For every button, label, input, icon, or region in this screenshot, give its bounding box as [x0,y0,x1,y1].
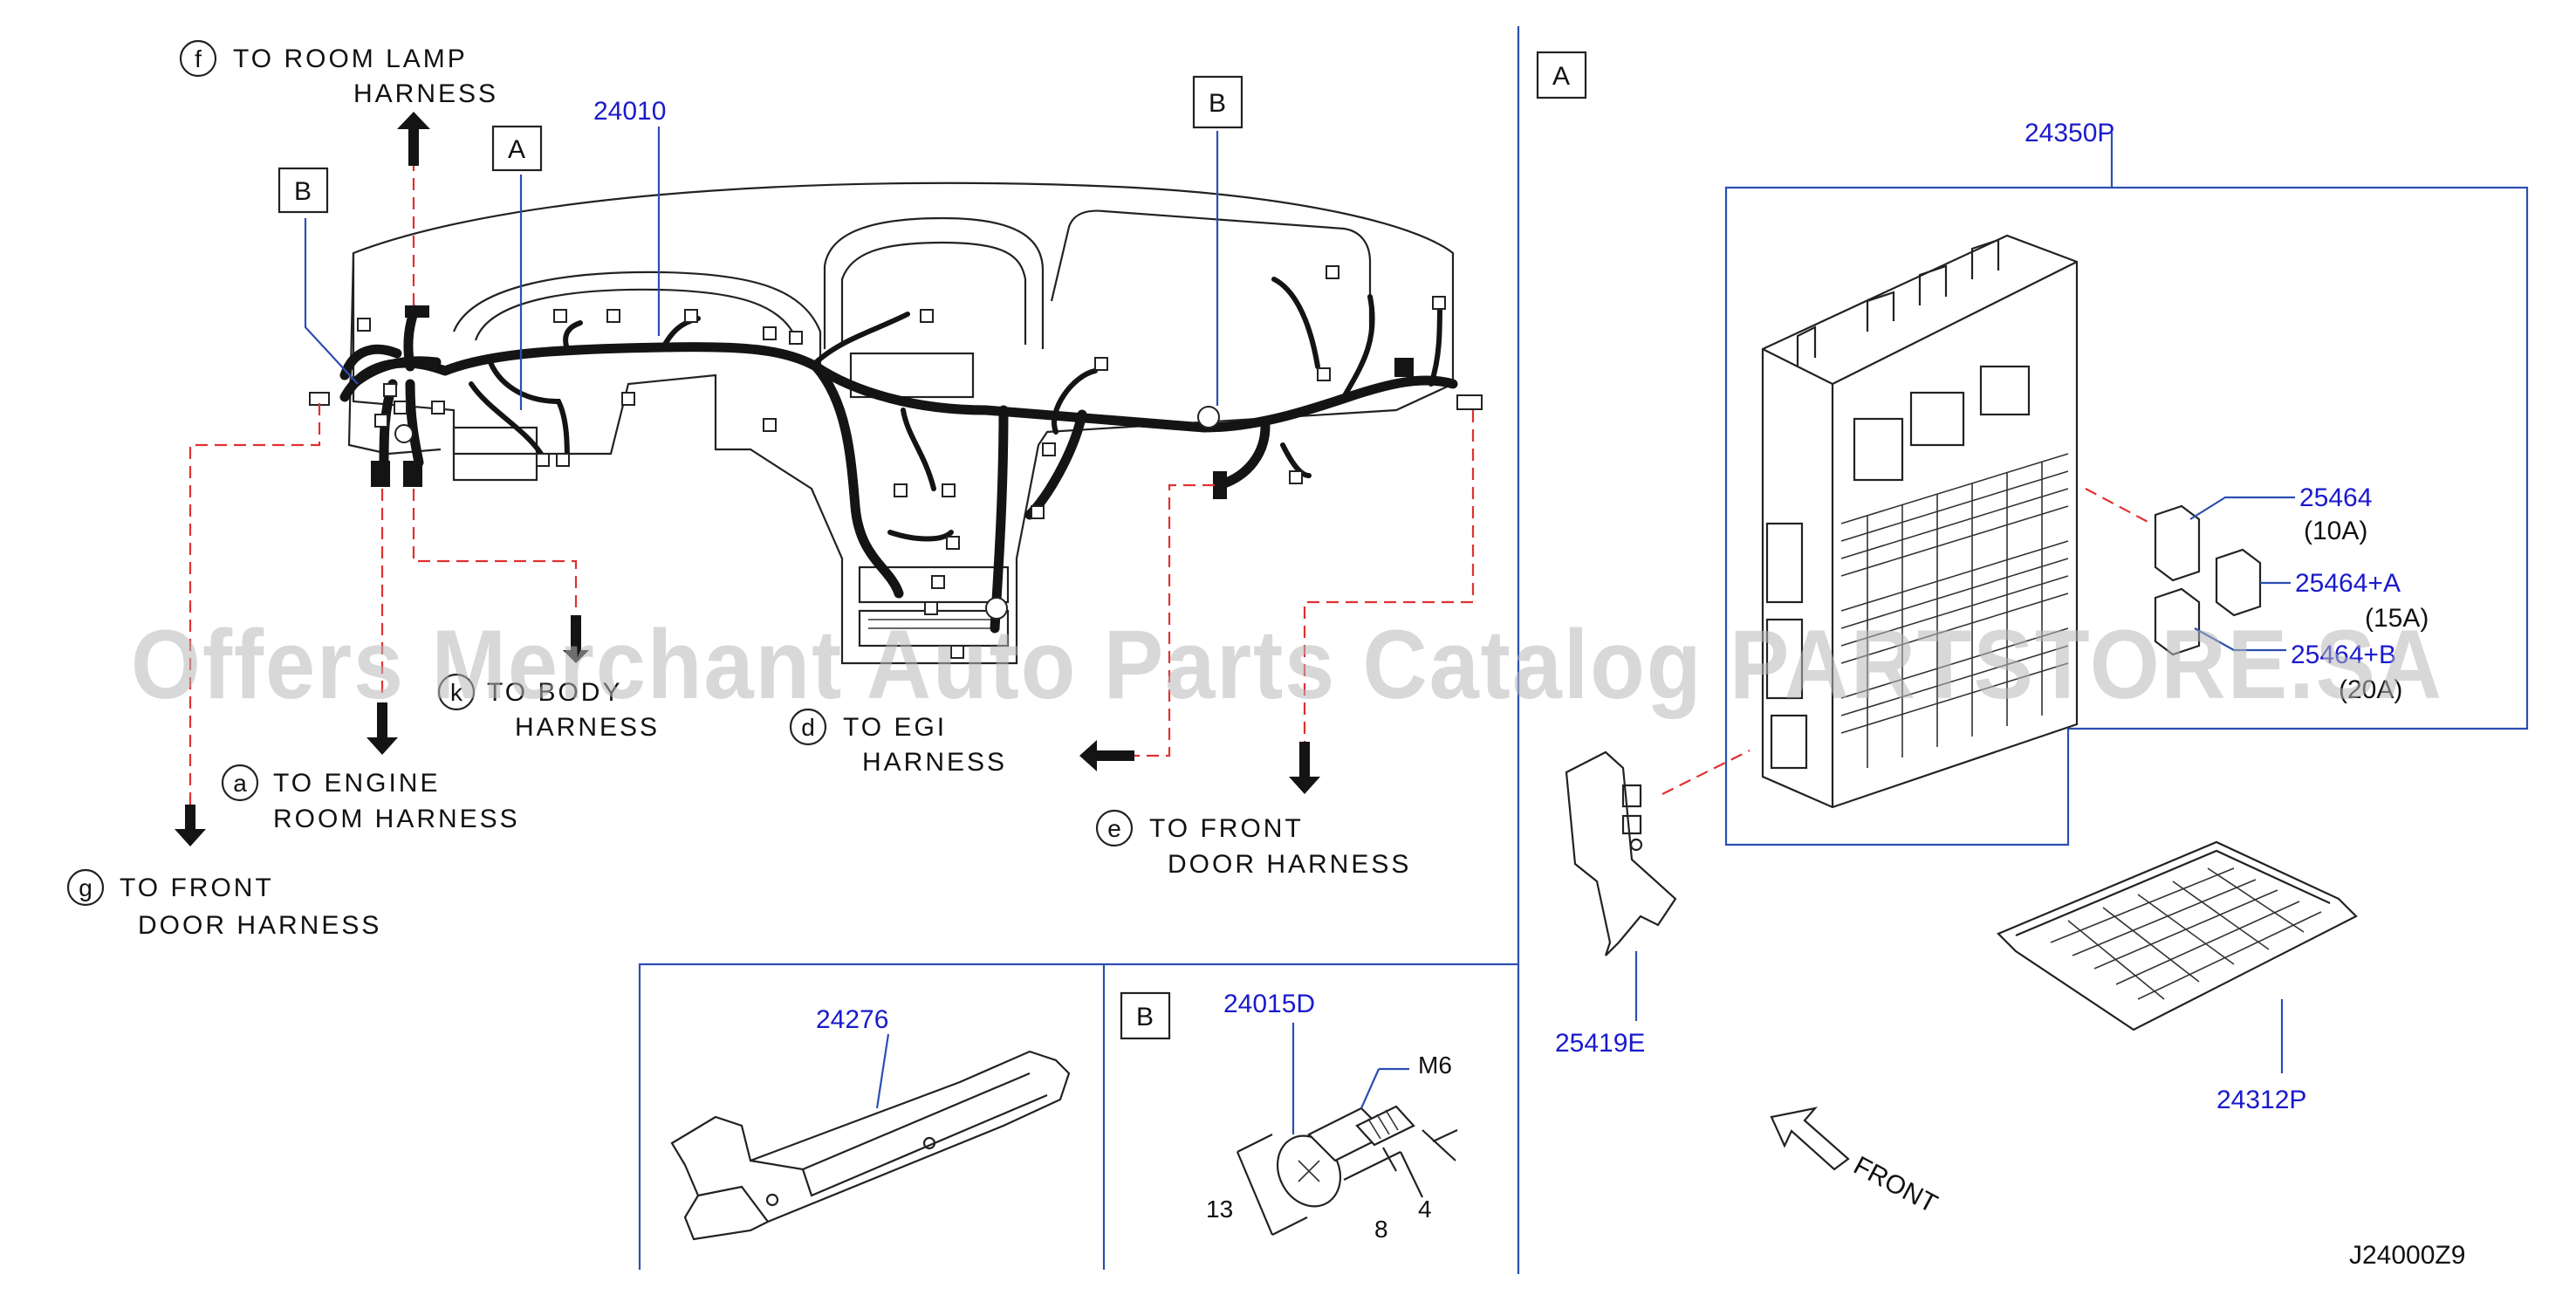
panel-b-tag-label: B [1136,1003,1154,1031]
tag-a1-label: A [508,135,525,164]
ref-f-line2: HARNESS [353,79,498,108]
tag-b1-label: B [294,177,312,206]
panel-a-tag-label: A [1552,62,1570,91]
panel-borders [638,26,1520,1274]
ref-f-letter: f [195,45,202,72]
diagram-code: J24000Z9 [2349,1241,2465,1270]
harness-connectors [309,265,1483,659]
ref-a-line2: ROOM HARNESS [273,805,520,833]
watermark-text: Offers Merchant Auto Parts Catalog PARTS… [131,610,2443,719]
part-24350p-label: 24350P [2024,119,2114,147]
fuse-10a-number: 25464 [2299,483,2372,512]
protector-drawing [670,1033,1071,1241]
front-arrow [1770,1107,1850,1171]
ref-e-line1: TO FRONT [1149,814,1304,843]
bolt-length-label: 8 [1374,1216,1388,1243]
bracket-drawing [1565,750,1677,1021]
ref-g-line2: DOOR HARNESS [138,911,381,940]
ref-d-line2: HARNESS [862,748,1007,777]
ref-a-line1: TO ENGINE [273,769,440,798]
ref-e-letter: e [1107,815,1121,842]
part-24015d-label: 24015D [1223,990,1315,1018]
bolt-thread-label: M6 [1418,1052,1452,1079]
fuse-15a-number: 25464+A [2295,569,2401,598]
ref-d-line1: TO EGI [843,713,947,742]
ref-k-line2: HARNESS [515,713,660,742]
harness-ref-g: g TO FRONT DOOR HARNESS [66,868,381,940]
front-label: FRONT [1849,1151,1942,1219]
ref-e-line2: DOOR HARNESS [1168,850,1411,879]
panel-a-tag [1536,51,1587,99]
main-harness [339,277,1458,634]
routing-lines [188,166,2152,816]
bolt-head-label: 13 [1206,1196,1233,1223]
direction-arrows [175,112,1320,846]
fuse-10a-rating: (10A) [2304,517,2367,545]
tag-b2-label: B [1209,89,1226,118]
bolt-drawing [1236,1067,1458,1236]
panel-b-tag [1120,991,1171,1040]
harness-ref-a: a TO ENGINE ROOM HARNESS [221,764,520,833]
fuse-20a-rating: (20A) [2339,675,2402,704]
detail-tags [277,75,1243,214]
leader-lines [304,127,1219,410]
ref-g-letter: g [79,874,92,901]
harness-ref-e: e TO FRONT DOOR HARNESS [1095,809,1411,879]
junction-box-drawing [1761,234,2079,809]
harness-ref-d: d TO EGI HARNESS [789,708,1007,777]
ref-g-line1: TO FRONT [120,874,274,902]
harness-ref-f: f TO ROOM LAMP HARNESS [179,39,498,108]
harness-ref-k: k TO BODY HARNESS [437,673,660,742]
fuse-20a-number: 25464+B [2291,641,2396,669]
part-24312p-label: 24312P [2216,1086,2306,1114]
part-24010-label: 24010 [593,97,666,126]
part-24276-label: 24276 [816,1005,888,1034]
ref-d-letter: d [801,714,815,741]
cover-drawing [1997,840,2358,1073]
fuse-15a-rating: (15A) [2365,604,2429,633]
part-25419e-label: 25419E [1555,1029,1645,1058]
fuses [2154,496,2295,656]
ref-k-line1: TO BODY [487,678,622,707]
bolt-shoulder-label: 4 [1418,1196,1432,1223]
ref-f-line1: TO ROOM LAMP [233,45,468,73]
junction-box-frame [1724,133,2529,846]
ref-a-letter: a [233,770,247,797]
ref-k-letter: k [450,679,463,706]
